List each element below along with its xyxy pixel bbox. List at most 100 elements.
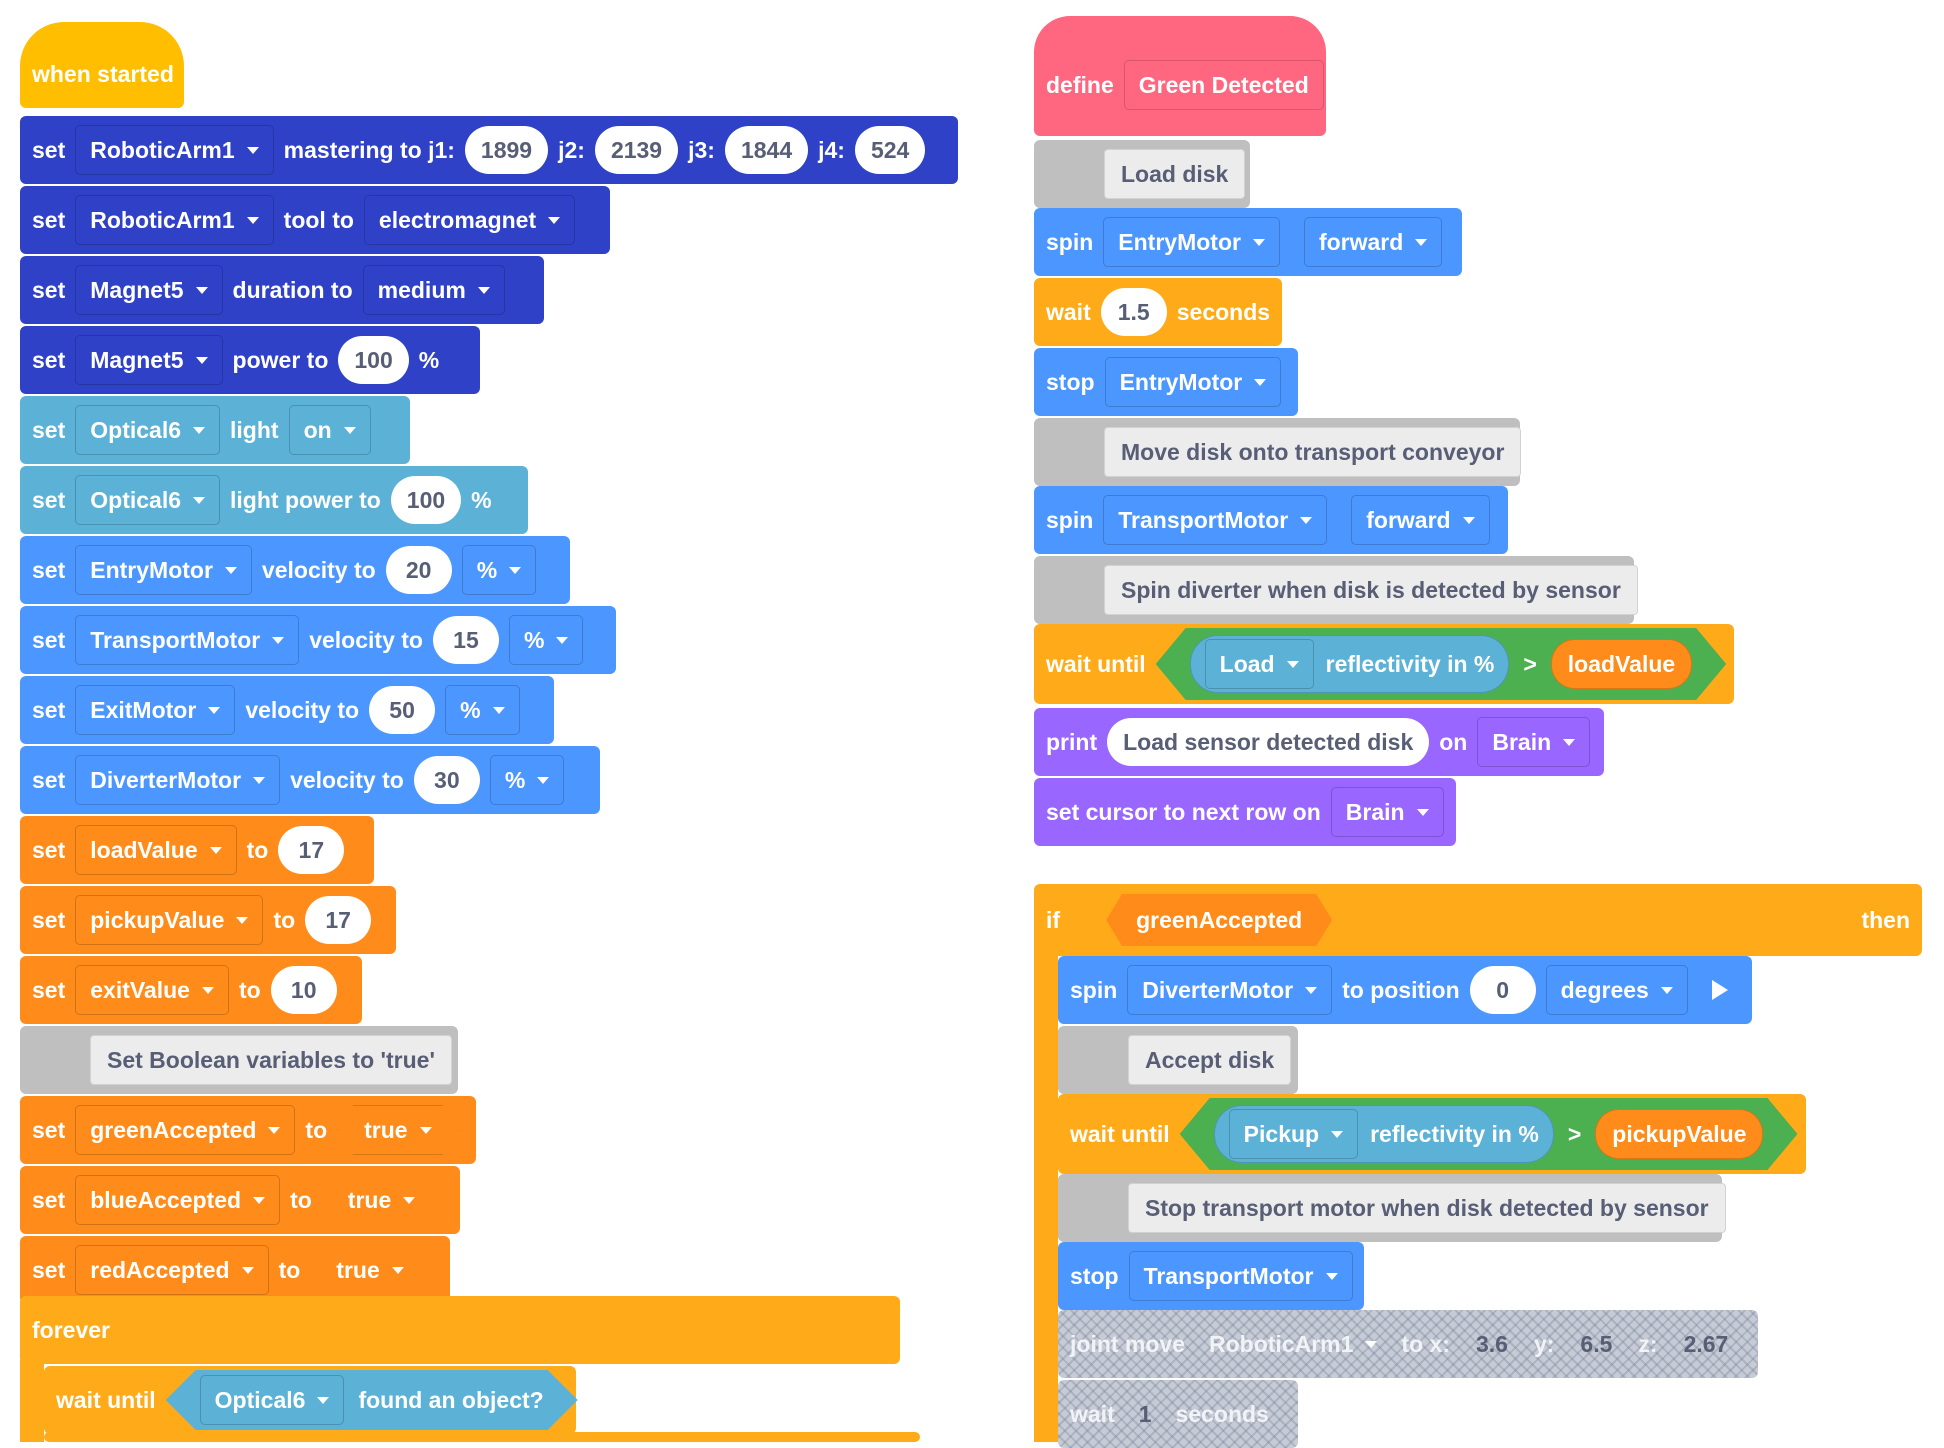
spin-entry-block[interactable]: spin EntryMotor forward bbox=[1034, 208, 1462, 276]
reflectivity-reporter[interactable]: Load reflectivity in % bbox=[1190, 635, 1510, 693]
device-dropdown[interactable]: RoboticArm1 bbox=[1199, 1331, 1387, 1358]
variable-reporter[interactable]: pickupValue bbox=[1595, 1109, 1763, 1159]
x-input[interactable]: 3.6 bbox=[1475, 1330, 1508, 1357]
set-transport-velocity-block[interactable]: set TransportMotor velocity to 15 % bbox=[20, 606, 616, 674]
power-input[interactable]: 100 bbox=[338, 336, 409, 384]
seconds-input[interactable]: 1 bbox=[1138, 1400, 1152, 1427]
reflectivity-condition[interactable]: Pickup reflectivity in % > pickupValue bbox=[1180, 1098, 1798, 1170]
unit-dropdown[interactable]: % bbox=[461, 545, 537, 595]
joint-move-block[interactable]: joint move RoboticArm1 to x: 3.6 y: 6.5 … bbox=[1058, 1310, 1758, 1378]
wait-until-load-block[interactable]: wait until Load reflectivity in % > load… bbox=[1034, 624, 1734, 704]
wait-until-pickup-block[interactable]: wait until Pickup reflectivity in % > pi… bbox=[1058, 1094, 1806, 1174]
reflectivity-reporter[interactable]: Pickup reflectivity in % bbox=[1214, 1105, 1554, 1163]
boolean-dropdown[interactable]: true bbox=[322, 1176, 441, 1224]
set-loadvalue-block[interactable]: set loadValue to 17 bbox=[20, 816, 374, 884]
device-dropdown[interactable]: Magnet5 bbox=[75, 265, 223, 315]
device-dropdown[interactable]: DiverterMotor bbox=[75, 755, 281, 805]
position-input[interactable]: 0 bbox=[1469, 966, 1536, 1014]
light-dropdown[interactable]: on bbox=[288, 405, 371, 455]
z-input[interactable]: 2.67 bbox=[1683, 1330, 1729, 1357]
j4-input[interactable]: 524 bbox=[854, 126, 926, 174]
variable-dropdown[interactable]: greenAccepted bbox=[75, 1105, 296, 1155]
set-optical-power-block[interactable]: set Optical6 light power to 100 % bbox=[20, 466, 528, 534]
spin-diverter-position-block[interactable]: spin DiverterMotor to position 0 degrees bbox=[1058, 956, 1752, 1024]
velocity-input[interactable]: 20 bbox=[385, 546, 452, 594]
comment-block[interactable]: Move disk onto transport conveyor bbox=[1034, 418, 1522, 486]
variable-reporter[interactable]: loadValue bbox=[1551, 639, 1692, 689]
value-input[interactable]: 17 bbox=[278, 826, 345, 874]
boolean-dropdown[interactable]: true bbox=[310, 1246, 429, 1294]
device-dropdown[interactable]: EntryMotor bbox=[1104, 357, 1282, 407]
comment-block[interactable]: Load disk bbox=[1034, 140, 1250, 208]
wait-seconds-block[interactable]: wait 1.5 seconds bbox=[1034, 278, 1282, 346]
found-object-condition[interactable]: Optical6 found an object? bbox=[166, 1370, 578, 1430]
unit-dropdown[interactable]: degrees bbox=[1545, 965, 1688, 1015]
set-exitvalue-block[interactable]: set exitValue to 10 bbox=[20, 956, 362, 1024]
when-started-hat[interactable]: when started bbox=[20, 22, 184, 108]
set-entry-velocity-block[interactable]: set EntryMotor velocity to 20 % bbox=[20, 536, 570, 604]
set-magnet-duration-block[interactable]: set Magnet5 duration to medium bbox=[20, 256, 544, 324]
device-dropdown[interactable]: RoboticArm1 bbox=[75, 195, 274, 245]
next-block-partial[interactable] bbox=[44, 1432, 920, 1442]
comment-block[interactable]: Accept disk bbox=[1058, 1026, 1298, 1094]
velocity-input[interactable]: 50 bbox=[369, 686, 436, 734]
sensor-dropdown[interactable]: Pickup bbox=[1229, 1109, 1358, 1159]
set-cursor-block[interactable]: set cursor to next row on Brain bbox=[1034, 778, 1456, 846]
stop-entry-block[interactable]: stop EntryMotor bbox=[1034, 348, 1298, 416]
target-dropdown[interactable]: Brain bbox=[1330, 787, 1444, 837]
value-input[interactable]: 10 bbox=[270, 966, 337, 1014]
unit-dropdown[interactable]: % bbox=[508, 615, 584, 665]
set-blueaccepted-block[interactable]: set blueAccepted to true bbox=[20, 1166, 460, 1234]
device-dropdown[interactable]: EntryMotor bbox=[1103, 217, 1280, 267]
set-optical-light-block[interactable]: set Optical6 light on bbox=[20, 396, 410, 464]
variable-dropdown[interactable]: exitValue bbox=[75, 965, 229, 1015]
device-dropdown[interactable]: Optical6 bbox=[200, 1375, 345, 1425]
print-block[interactable]: print Load sensor detected disk on Brain bbox=[1034, 708, 1604, 776]
tool-dropdown[interactable]: electromagnet bbox=[363, 195, 576, 245]
set-exit-velocity-block[interactable]: set ExitMotor velocity to 50 % bbox=[20, 676, 554, 744]
j3-input[interactable]: 1844 bbox=[724, 126, 809, 174]
unit-dropdown[interactable]: % bbox=[489, 755, 565, 805]
comment-block[interactable]: Stop transport motor when disk detected … bbox=[1058, 1174, 1726, 1242]
variable-dropdown[interactable]: loadValue bbox=[75, 825, 237, 875]
comment-block[interactable]: Set Boolean variables to 'true' bbox=[20, 1026, 458, 1094]
play-icon[interactable] bbox=[1711, 980, 1728, 1000]
condition-reporter[interactable]: greenAccepted bbox=[1106, 894, 1332, 946]
set-tool-block[interactable]: set RoboticArm1 tool to electromagnet bbox=[20, 186, 610, 254]
set-pickupvalue-block[interactable]: set pickupValue to 17 bbox=[20, 886, 396, 954]
device-dropdown[interactable]: TransportMotor bbox=[75, 615, 300, 665]
velocity-input[interactable]: 15 bbox=[432, 616, 499, 664]
if-block[interactable]: if greenAccepted then bbox=[1034, 884, 1922, 956]
comment-block[interactable]: Spin diverter when disk is detected by s… bbox=[1034, 556, 1638, 624]
set-mastering-block[interactable]: set RoboticArm1 mastering to j1: 1899 j2… bbox=[20, 116, 958, 184]
device-dropdown[interactable]: Optical6 bbox=[75, 405, 221, 455]
j1-input[interactable]: 1899 bbox=[464, 126, 549, 174]
value-input[interactable]: 17 bbox=[305, 896, 372, 944]
device-dropdown[interactable]: TransportMotor bbox=[1128, 1251, 1353, 1301]
forever-block[interactable]: forever bbox=[20, 1296, 900, 1364]
set-greenaccepted-block[interactable]: set greenAccepted to true bbox=[20, 1096, 476, 1164]
device-dropdown[interactable]: TransportMotor bbox=[1103, 495, 1328, 545]
unit-dropdown[interactable]: % bbox=[445, 685, 520, 735]
sensor-dropdown[interactable]: Load bbox=[1205, 639, 1314, 689]
stop-transport-block[interactable]: stop TransportMotor bbox=[1058, 1242, 1364, 1310]
y-input[interactable]: 6.5 bbox=[1580, 1330, 1613, 1357]
wait-one-second-block[interactable]: wait 1 seconds bbox=[1058, 1380, 1298, 1448]
wait-until-found-block[interactable]: wait until Optical6 found an object? bbox=[44, 1366, 576, 1434]
device-dropdown[interactable]: RoboticArm1 bbox=[75, 125, 274, 175]
device-dropdown[interactable]: ExitMotor bbox=[75, 685, 236, 735]
spin-transport-block[interactable]: spin TransportMotor forward bbox=[1034, 486, 1508, 554]
j2-input[interactable]: 2139 bbox=[594, 126, 679, 174]
direction-dropdown[interactable]: forward bbox=[1351, 495, 1490, 545]
velocity-input[interactable]: 30 bbox=[413, 756, 480, 804]
define-block[interactable]: define Green Detected bbox=[1034, 16, 1326, 136]
device-dropdown[interactable]: DiverterMotor bbox=[1127, 965, 1333, 1015]
device-dropdown[interactable]: Magnet5 bbox=[75, 335, 223, 385]
duration-dropdown[interactable]: medium bbox=[362, 265, 505, 315]
device-dropdown[interactable]: Optical6 bbox=[75, 475, 221, 525]
set-redaccepted-block[interactable]: set redAccepted to true bbox=[20, 1236, 450, 1304]
set-magnet-power-block[interactable]: set Magnet5 power to 100 % bbox=[20, 326, 480, 394]
boolean-dropdown[interactable]: true bbox=[337, 1105, 458, 1155]
set-diverter-velocity-block[interactable]: set DiverterMotor velocity to 30 % bbox=[20, 746, 600, 814]
light-power-input[interactable]: 100 bbox=[390, 476, 462, 524]
